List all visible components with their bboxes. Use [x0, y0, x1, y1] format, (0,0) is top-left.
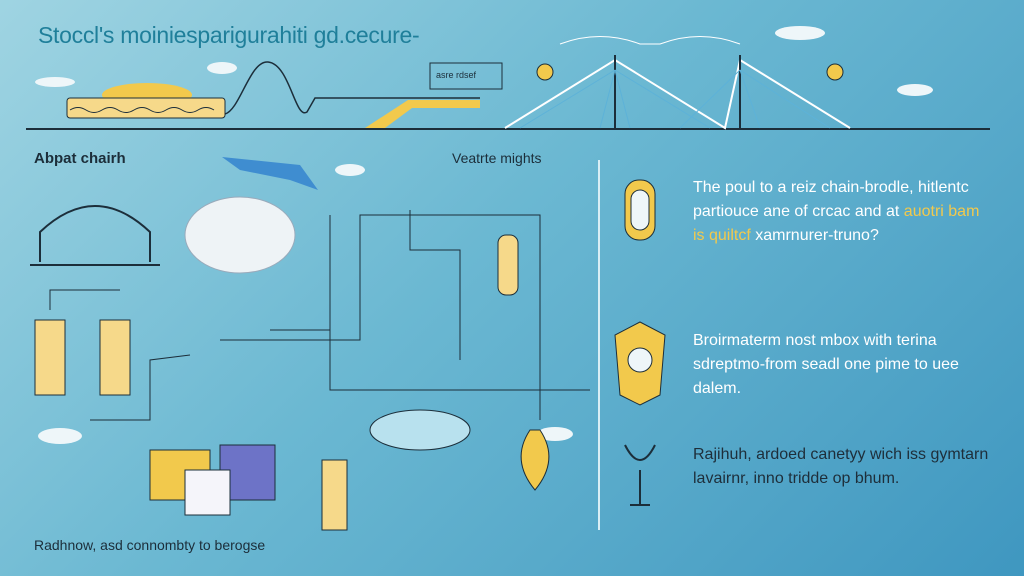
cloud-icons	[35, 26, 933, 444]
paragraph-1-highlight: auotri bam is quiltcf	[693, 203, 980, 244]
section-divider	[598, 160, 600, 530]
paragraph-1-text: The poul to a reiz chain-brodle, hitlent…	[693, 179, 969, 220]
paragraph-2: Broirmaterm nost mbox with terina sdrept…	[693, 332, 959, 397]
cloud-illustration	[184, 196, 296, 274]
dome-icon	[369, 409, 471, 451]
lantern-icon	[624, 179, 656, 241]
suspension-bridge-icon	[504, 36, 851, 130]
ramp-icon	[365, 100, 480, 128]
left-section-heading: Abpat chairh	[34, 150, 126, 167]
tower-icons	[34, 234, 519, 531]
plane-icon	[222, 157, 318, 190]
arch-bridge-icon	[30, 205, 160, 266]
top-label: asre rdsef	[436, 70, 477, 80]
shield-icon	[614, 321, 666, 406]
cube-icons	[149, 444, 276, 516]
bottom-caption: Radhnow, asd connombty to berogse	[34, 537, 266, 553]
connector-lines	[49, 210, 590, 421]
page-title: Stoccl's moiniesparigurahiti gd.cecure-	[38, 22, 420, 48]
middle-section-heading: Veatrte mights	[452, 150, 542, 166]
wave-line	[224, 61, 480, 115]
label-box	[429, 62, 503, 90]
chalice-icon	[624, 444, 656, 506]
paragraph-3: Rajihuh, ardoed canetyy wich iss gymtarn…	[693, 446, 989, 487]
flat-bridge-icon	[66, 83, 226, 119]
paragraph-1-end: xamrnurer-truno?	[750, 227, 879, 244]
ornament-icon	[520, 429, 550, 491]
paragraph-1: The poul to a reiz chain-brodle, hitlent…	[693, 176, 993, 248]
